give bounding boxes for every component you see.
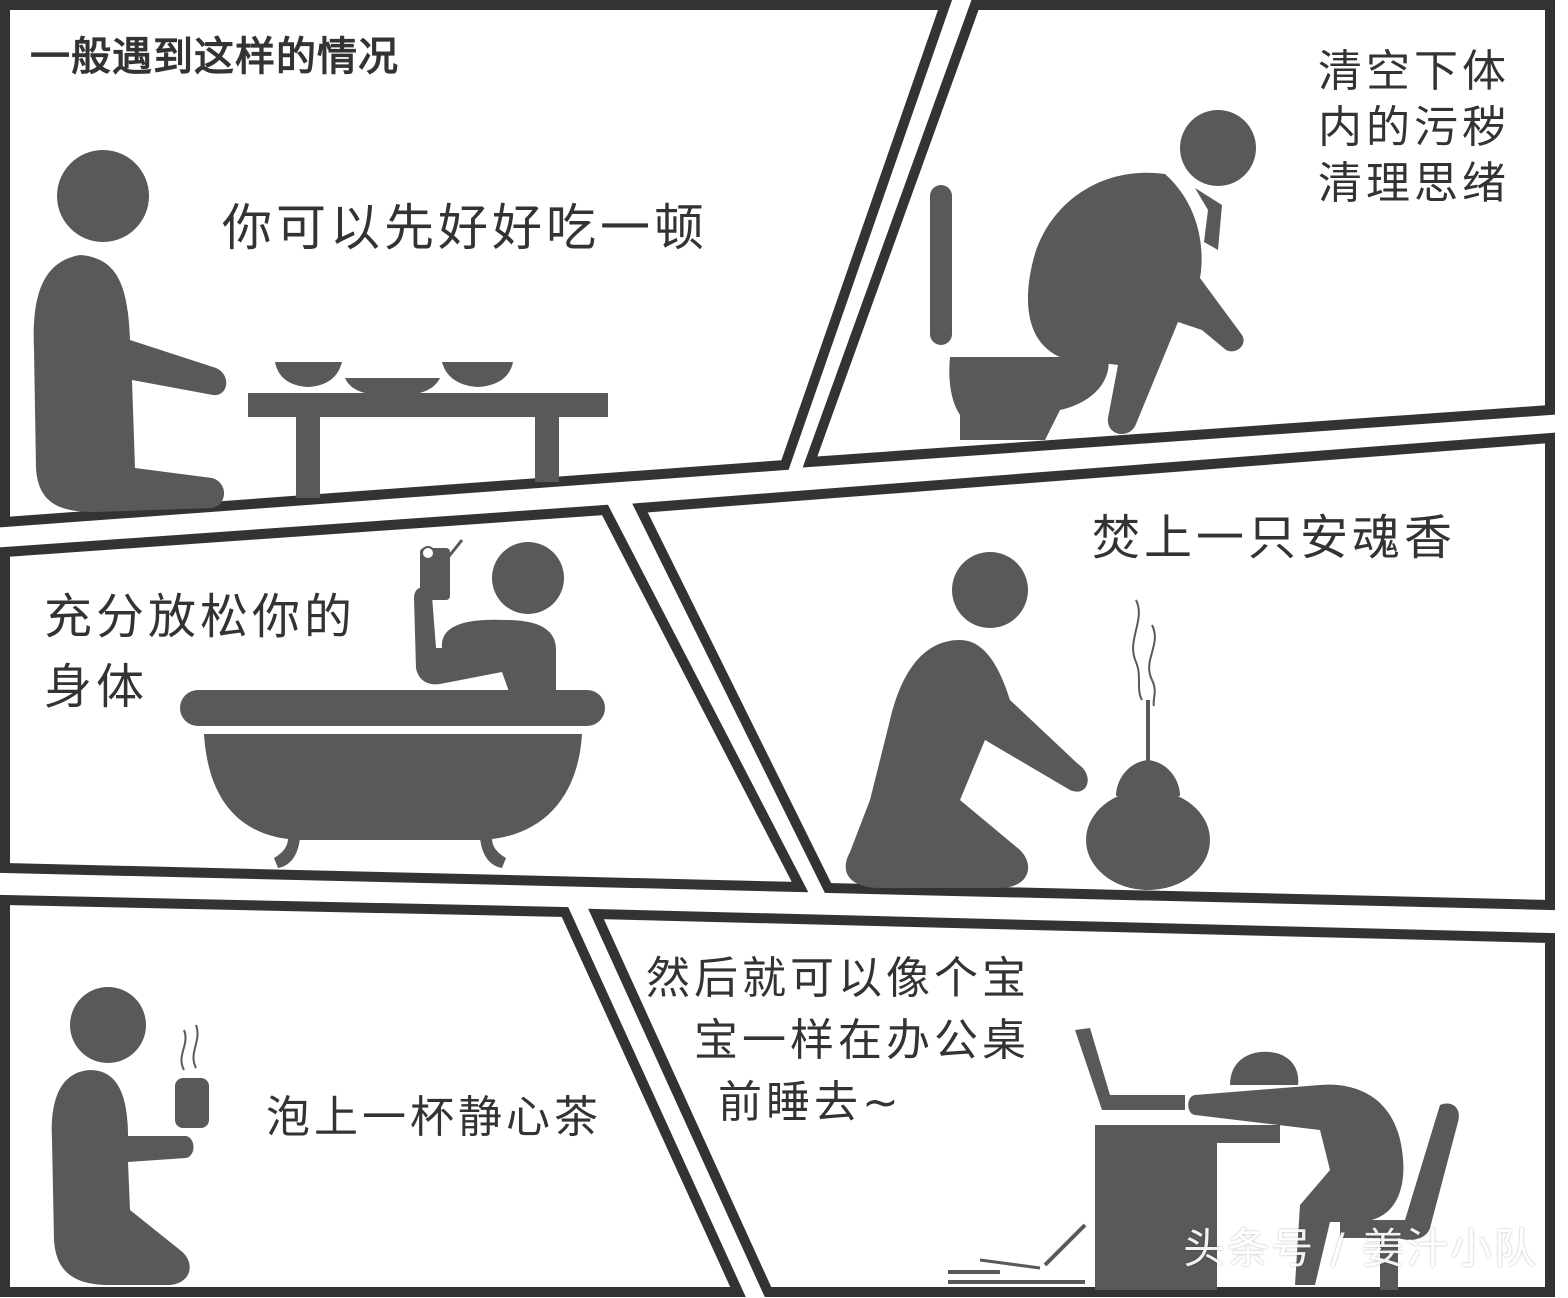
office-chair-icon xyxy=(1340,1103,1459,1290)
caption-bath-line-2: 身体 xyxy=(44,659,149,715)
source-watermark: 头条号 / 姜汁小队 xyxy=(1183,1224,1538,1273)
eating-person-icon xyxy=(33,150,227,512)
caption-sleep: 然后就可以像个宝 宝一样在办公桌 前睡去~ xyxy=(646,948,1066,1134)
caption-incense: 焚上一只安魂香 xyxy=(1092,510,1457,566)
panel-frame-eat xyxy=(0,0,953,528)
bathtub-icon xyxy=(180,690,605,868)
panel-frame-tea xyxy=(0,894,746,1297)
tea-drinking-person-icon xyxy=(51,987,209,1285)
caption-sleep-line-2: 宝一样在办公桌 xyxy=(694,1015,1030,1066)
caption-toilet: 清空下体 内的污秽 清理思绪 xyxy=(1318,44,1538,212)
dining-table-icon xyxy=(248,362,608,498)
caption-sleep-line-1: 然后就可以像个宝 xyxy=(646,953,1030,1004)
tea-steam-icon xyxy=(180,1024,199,1071)
caption-bath: 充分放松你的 身体 xyxy=(44,582,404,722)
toilet-icon xyxy=(930,185,1109,440)
office-desk-icon xyxy=(948,1028,1280,1290)
incense-burner-icon xyxy=(1086,700,1210,890)
incense-smoke-icon xyxy=(1132,599,1156,707)
caption-bath-line-1: 充分放松你的 xyxy=(44,589,357,645)
caption-toilet-line-1: 清空下体 xyxy=(1318,46,1510,97)
caption-toilet-line-3: 清理思绪 xyxy=(1318,158,1510,209)
caption-eat: 你可以先好好吃一顿 xyxy=(222,199,708,257)
caption-sleep-line-3: 前睡去~ xyxy=(718,1077,903,1128)
caption-toilet-line-2: 内的污秽 xyxy=(1318,102,1510,153)
sitting-person-icon xyxy=(1027,110,1256,435)
sleeping-person-icon xyxy=(1188,1051,1404,1285)
page-title: 一般遇到这样的情况 xyxy=(30,35,399,79)
kneeling-person-icon xyxy=(845,552,1088,888)
caption-tea: 泡上一杯静心茶 xyxy=(266,1092,602,1143)
bathing-person-icon xyxy=(414,539,564,700)
panel-frame-incense xyxy=(632,432,1555,911)
